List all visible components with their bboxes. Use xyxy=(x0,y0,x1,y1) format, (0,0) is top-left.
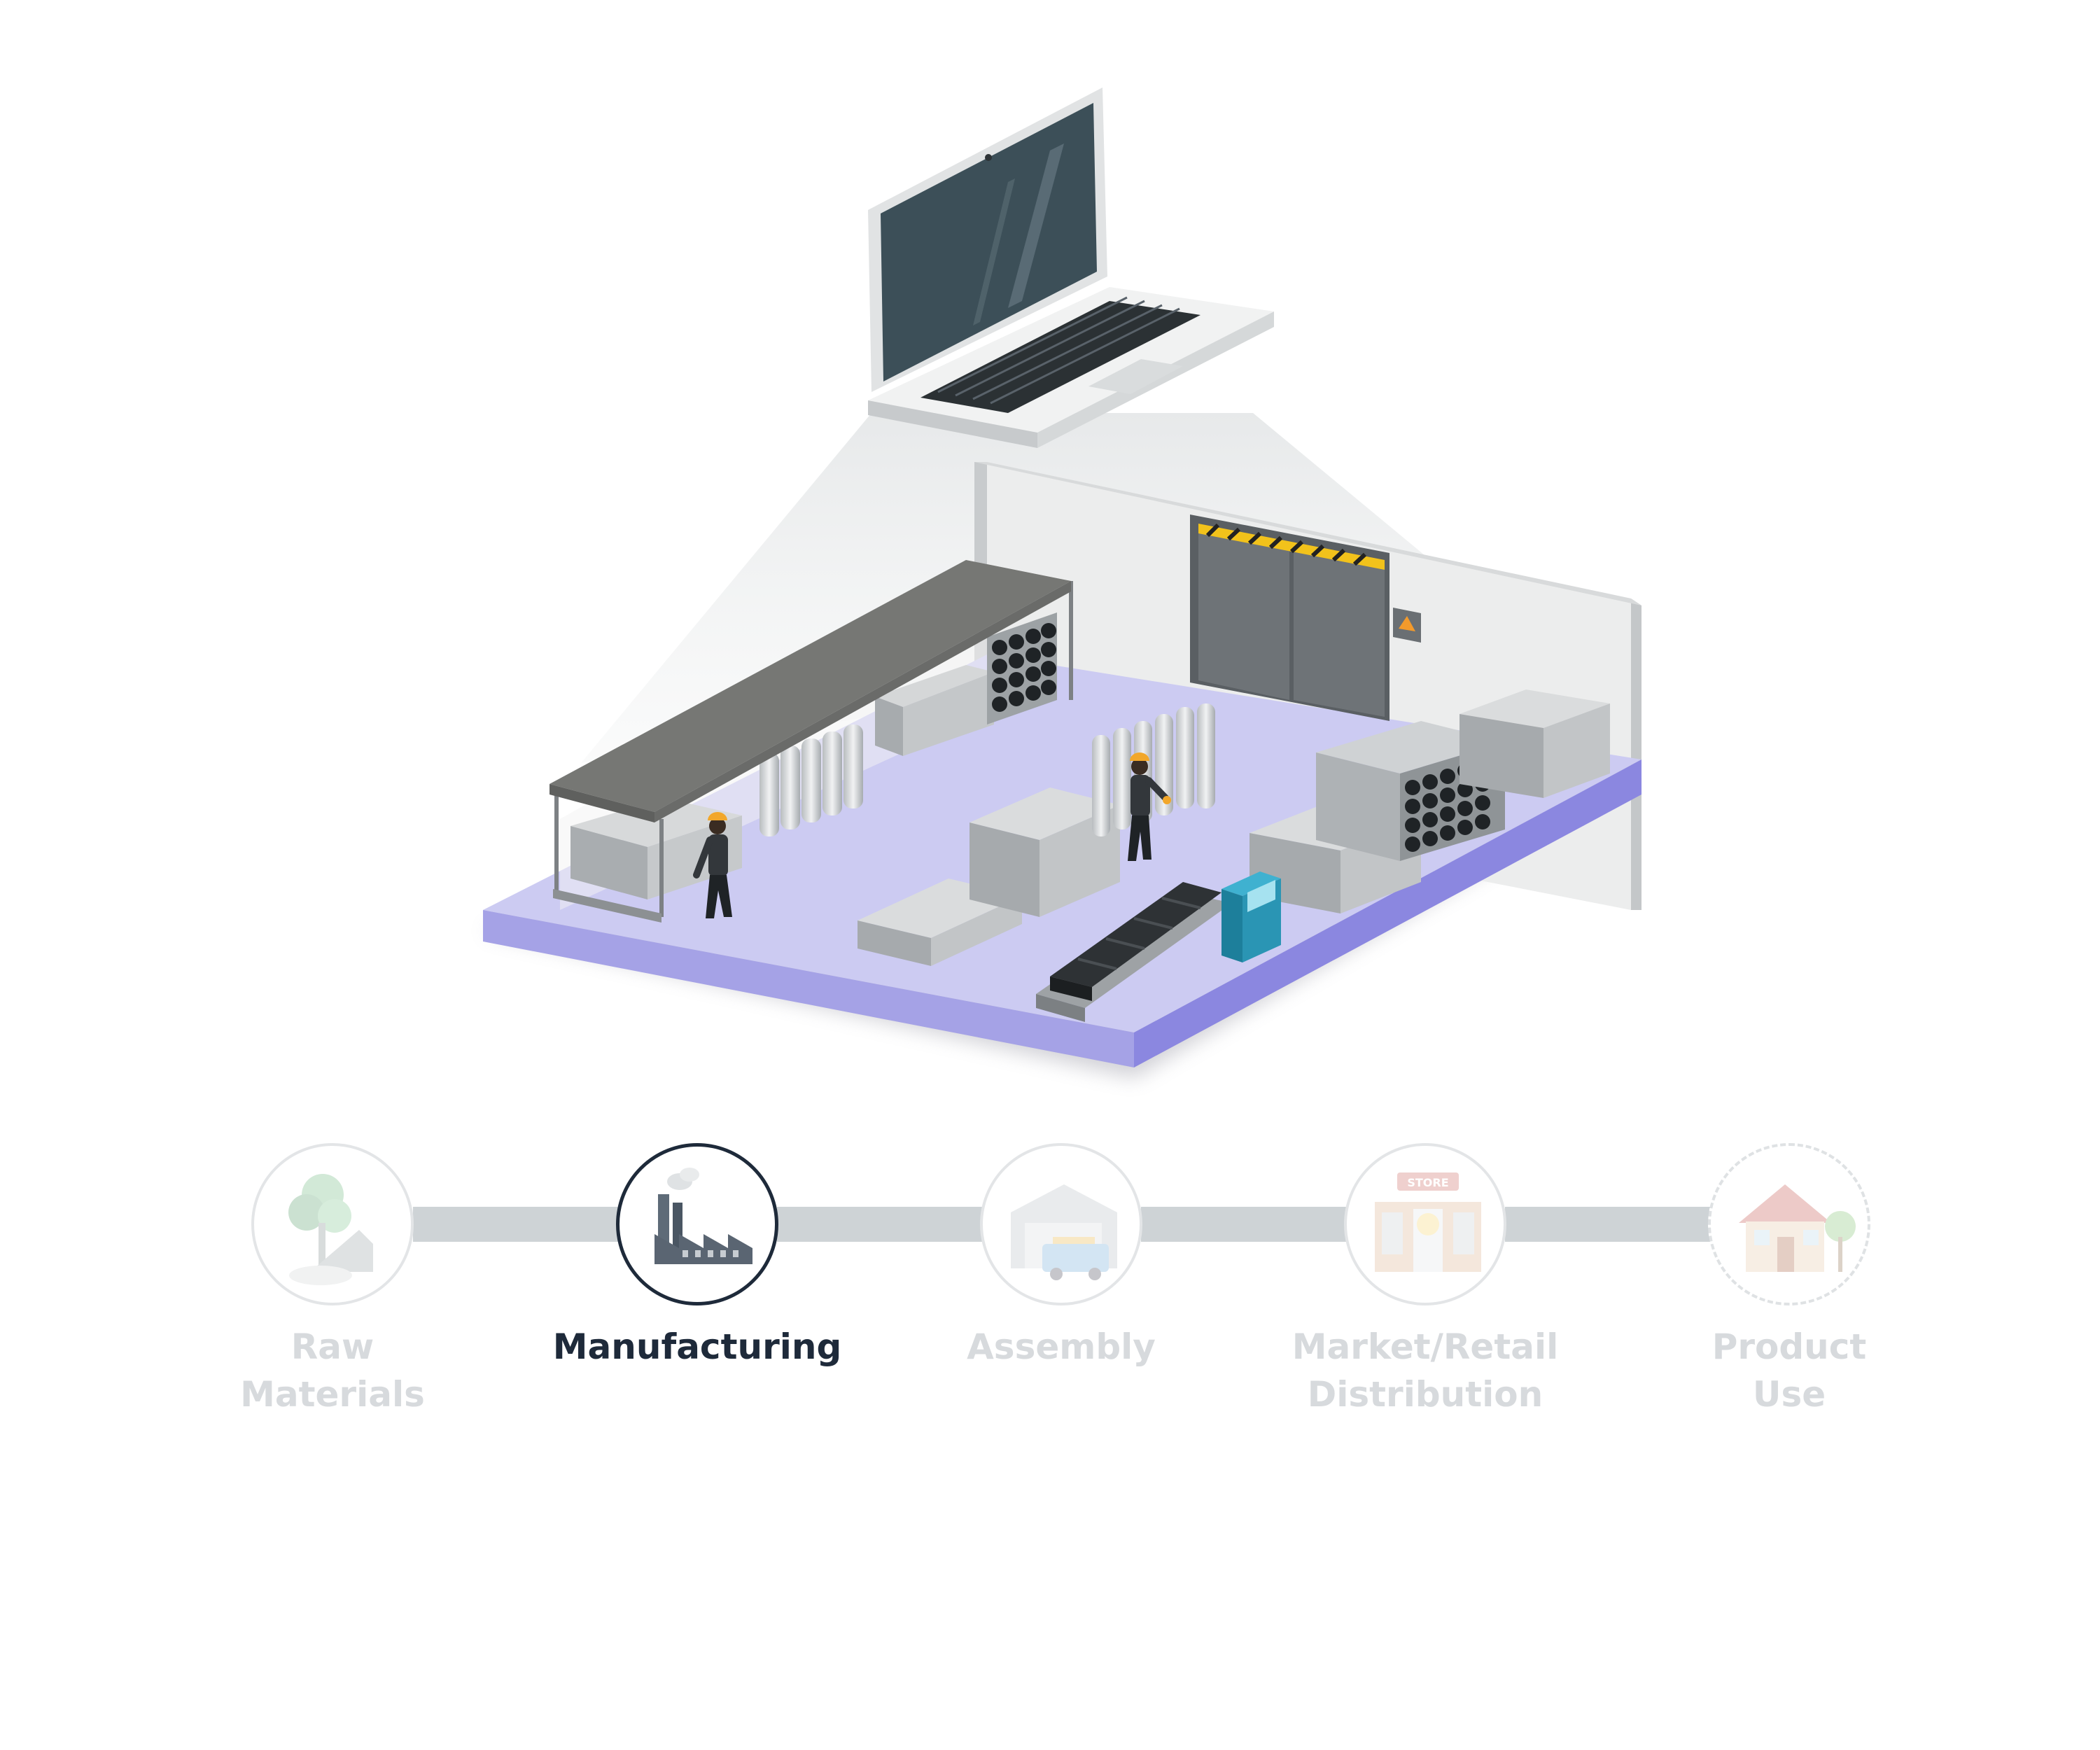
laptop-icon xyxy=(868,88,1274,448)
worker xyxy=(693,812,732,918)
manufacturing-scene xyxy=(483,88,1642,1078)
stage-label-manufacturing: Manufacturing xyxy=(552,1326,842,1367)
control-panel xyxy=(1222,872,1281,962)
factory-icon xyxy=(654,1168,752,1264)
pipe-stack xyxy=(760,724,863,836)
store-icon: STORE xyxy=(1375,1172,1481,1272)
timeline-track-3 xyxy=(1141,1207,1351,1242)
sheet-stack xyxy=(1460,690,1610,798)
stage-label-market-retail: Market/Retail Distribution xyxy=(1292,1326,1559,1415)
stage-label-raw-materials: Raw Materials xyxy=(240,1326,425,1415)
stage-market-retail[interactable]: STORE xyxy=(1344,1143,1506,1306)
stage-raw-materials[interactable] xyxy=(251,1143,414,1306)
warehouse-truck-icon xyxy=(1011,1184,1117,1280)
timeline-track-4 xyxy=(1505,1207,1715,1242)
timeline-track-1 xyxy=(413,1207,623,1242)
worker xyxy=(1128,752,1171,861)
stage-product-use[interactable] xyxy=(1708,1143,1870,1306)
stage-label-product-use: Product Use xyxy=(1712,1326,1867,1415)
timeline-track-2 xyxy=(777,1207,987,1242)
sheet-stack xyxy=(875,665,994,756)
loading-door xyxy=(1190,514,1390,721)
pipe-bundle xyxy=(1316,721,1505,861)
pipe-bundle xyxy=(987,612,1057,724)
stage-manufacturing[interactable] xyxy=(616,1143,778,1306)
stage-assembly[interactable] xyxy=(980,1143,1142,1306)
warning-sign xyxy=(1393,608,1421,643)
house-icon xyxy=(1739,1184,1856,1272)
raw-materials-icon xyxy=(288,1174,373,1285)
svg-text:STORE: STORE xyxy=(1407,1176,1448,1189)
stage-label-assembly: Assembly xyxy=(967,1326,1156,1367)
shelf-rack xyxy=(550,560,1073,923)
conveyor-belt xyxy=(1036,882,1232,1022)
